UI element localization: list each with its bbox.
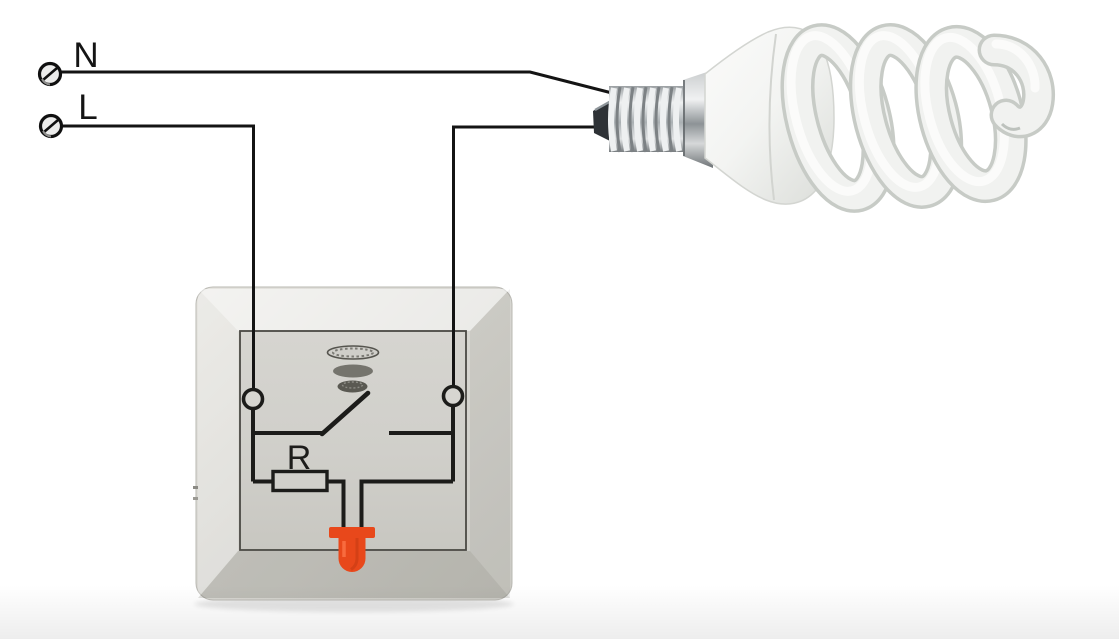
wire-lamp: [452, 125, 596, 387]
circuit-terminal-left: [241, 387, 265, 411]
plate-edge-mark: [193, 486, 198, 489]
switch-contact-icon: [319, 390, 371, 437]
led-indicator-icon: [329, 527, 375, 572]
plate-bevel-right: [470, 289, 510, 598]
bulb-housing-seam: [768, 33, 777, 201]
switch-circuit: [241, 384, 465, 528]
screw-slot: [43, 119, 59, 133]
plate-edge-mark: [193, 497, 198, 500]
live-terminal: L: [38, 88, 98, 139]
wire-live: [61, 124, 255, 390]
bulb-tip-highlight: [594, 99, 612, 112]
indicator-lens-icon: [326, 345, 380, 393]
resistor-label: R: [287, 439, 312, 477]
wire-neutral: [60, 70, 613, 95]
bulb-spiral-tube: [780, 23, 1056, 213]
screw-shade: [41, 78, 51, 86]
page-bottom-shade: [0, 585, 1119, 639]
circuit-trace: [359, 479, 453, 528]
plate-bevel-top: [198, 289, 510, 331]
switch-rocker: [239, 330, 467, 551]
neutral-terminal: N: [37, 36, 99, 87]
circuit-trace: [327, 479, 346, 528]
bulb-spiral-end: [977, 33, 1056, 139]
live-label: L: [78, 88, 97, 127]
screw-shade: [42, 130, 52, 138]
screw-slot: [42, 67, 58, 81]
bulb-screw-base: [609, 86, 684, 152]
plate-bevel-left: [198, 289, 238, 598]
resistor-icon: [271, 469, 329, 493]
bulb-tip: [593, 100, 612, 142]
bulb-thread-ridges: [608, 86, 682, 153]
cfl-bulb: [593, 23, 1056, 213]
circuit-terminal-right: [441, 384, 465, 408]
neutral-label: N: [73, 36, 98, 75]
